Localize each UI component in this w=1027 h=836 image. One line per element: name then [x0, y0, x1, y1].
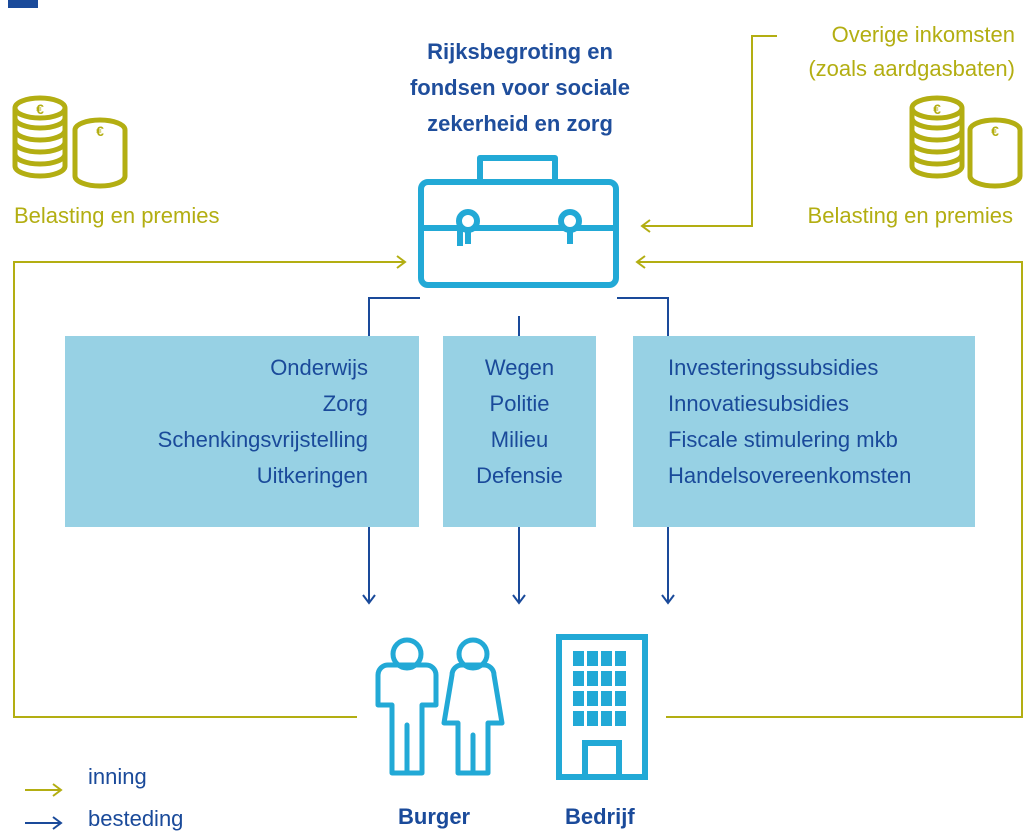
legend-besteding-arrow	[25, 816, 63, 830]
besteding-lines	[362, 297, 675, 605]
other-income-line-1: Overige inkomsten	[831, 22, 1015, 47]
box-item: Wegen	[484, 355, 555, 380]
box-shared	[443, 336, 596, 527]
coin-euro-right-1: €	[933, 101, 941, 117]
box-item: Handelsovereenkomsten	[668, 463, 912, 488]
box-shared-items: Wegen Politie Milieu Defensie	[443, 350, 596, 494]
label-belasting-left: Belasting en premies	[14, 203, 220, 228]
box-item: Defensie	[476, 463, 563, 488]
label-bedrijf: Bedrijf	[565, 804, 635, 829]
clipped-heading-fragment	[8, 0, 38, 8]
box-burger	[65, 336, 419, 527]
legend-inning-label: inning	[88, 764, 147, 789]
box-item: Innovatiesubsidies	[668, 391, 850, 416]
briefcase-icon	[418, 155, 619, 288]
title-line-1: Rijksbegroting en	[427, 39, 613, 64]
coins-right-icon	[909, 95, 1023, 189]
box-item: Milieu	[490, 427, 549, 452]
box-item: Fiscale stimulering mkb	[668, 427, 898, 452]
box-item: Schenkingsvrijstelling	[157, 427, 368, 452]
burger-people-icon	[375, 637, 505, 776]
legend-inning-arrow	[25, 783, 63, 797]
title-line-2: fondsen voor sociale	[409, 75, 631, 100]
box-burger-items: Onderwijs Zorg Schenkingsvrijstelling Ui…	[70, 350, 368, 494]
label-belasting-right: Belasting en premies	[807, 203, 1013, 228]
coin-euro-left-1: €	[36, 101, 44, 117]
other-income-line-2: (zoals aardgasbaten)	[808, 56, 1015, 81]
box-item: Politie	[489, 391, 550, 416]
box-item: Onderwijs	[270, 355, 368, 380]
box-item: Uitkeringen	[256, 463, 368, 488]
box-bedrijf	[633, 336, 975, 527]
title-line-3: zekerheid en zorg	[427, 111, 613, 136]
bedrijf-building-icon	[556, 634, 648, 780]
label-other-income: Overige inkomsten (zoals aardgasbaten)	[808, 18, 1015, 86]
coin-euro-right-2: €	[991, 123, 999, 139]
box-bedrijf-items: Investeringssubsidies Innovatiesubsidies…	[668, 350, 968, 494]
coin-euro-left-2: €	[96, 123, 104, 139]
box-item: Zorg	[322, 391, 368, 416]
label-burger: Burger	[398, 804, 471, 829]
coins-left-icon	[12, 95, 128, 189]
box-item: Investeringssubsidies	[668, 355, 879, 380]
legend-besteding-label: besteding	[88, 806, 184, 831]
diagram-title: Rijksbegroting en fondsen voor sociale z…	[360, 34, 680, 142]
inning-lines	[13, 35, 1023, 718]
